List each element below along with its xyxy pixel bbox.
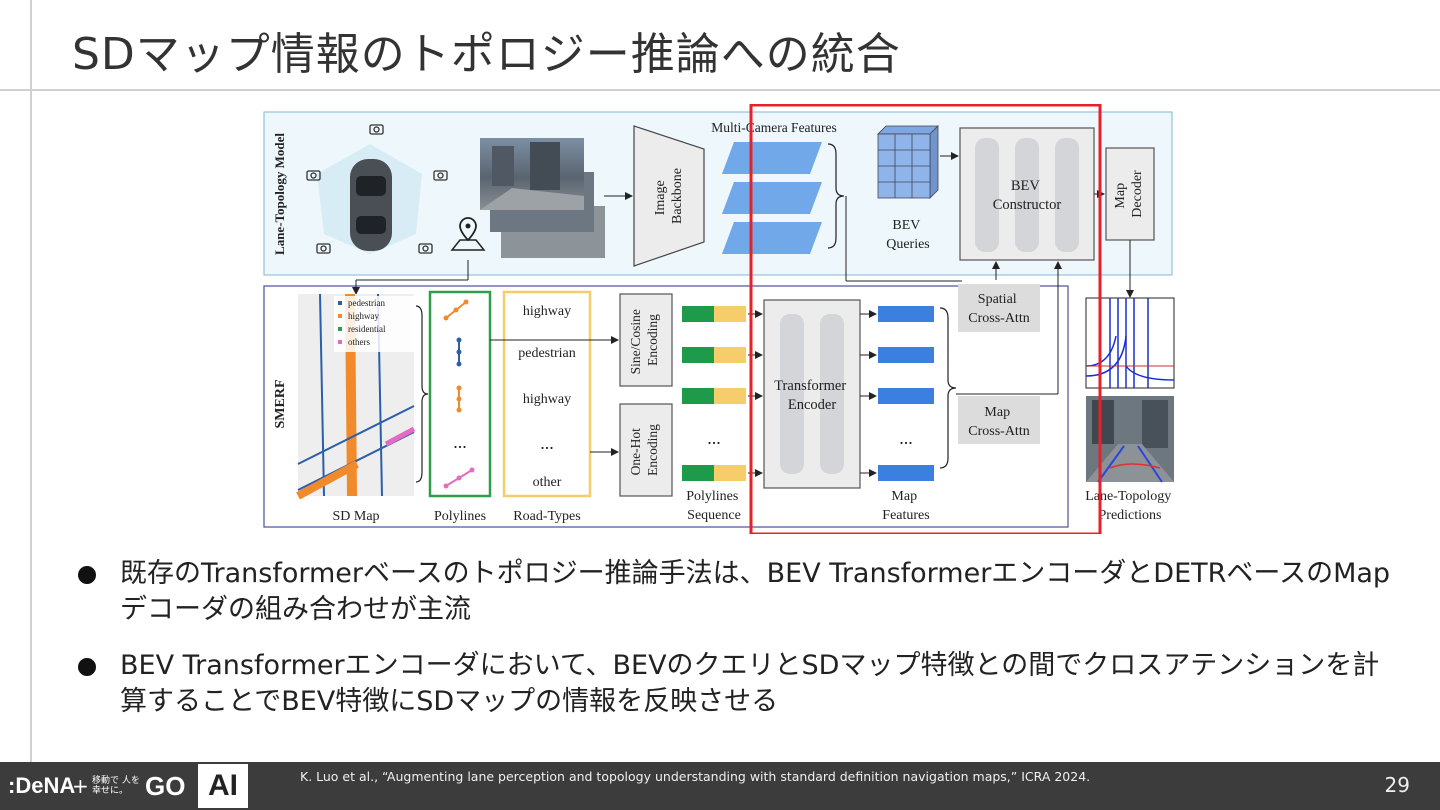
logo-plus: + — [72, 774, 89, 798]
left-divider — [30, 0, 32, 762]
map-features-ellipsis: ... — [899, 428, 913, 448]
polylines-sequence-caption: Polylines Sequence — [686, 489, 742, 523]
highlight-box — [749, 104, 1102, 534]
svg-text:residential: residential — [348, 324, 386, 334]
car-icon — [317, 144, 422, 254]
sine-cosine-encoding-label: Sine/Cosine Encoding — [628, 306, 660, 375]
page-number: 29 — [1384, 773, 1410, 797]
polylines-ellipsis: ... — [453, 432, 467, 452]
slide-title: SDマップ情報のトポロジー推論への統合 — [72, 29, 901, 80]
camera-image-stack — [480, 138, 605, 258]
bullet-dot — [78, 566, 96, 584]
svg-text:pedestrian: pedestrian — [518, 346, 576, 361]
one-hot-encoding-label: One-Hot Encoding — [628, 424, 660, 476]
image-backbone-block — [633, 125, 705, 267]
transformer-encoder-label: Transformer Encoder — [774, 378, 850, 413]
smerf-label: SMERF — [273, 380, 288, 429]
road-types-caption: Road-Types — [513, 509, 580, 524]
ai-badge: AI — [198, 764, 248, 808]
go-tagline: 移動で 人を幸せに。 — [92, 776, 140, 796]
map-decoder-label: Map Decoder — [1113, 170, 1145, 218]
footer-bar: :DeNA + 移動で 人を幸せに。 GO AI K. Luo et al., … — [0, 762, 1440, 810]
company-logo: :DeNA + 移動で 人を幸せに。 GO — [0, 762, 198, 810]
go-logo: GO — [145, 771, 186, 801]
sine-cosine-encoding-block — [619, 293, 673, 387]
map-feature-tokens — [878, 306, 934, 481]
sd-map-caption: SD Map — [332, 509, 379, 524]
smerf-architecture-figure: Lane-Topology Model Image Backbone Multi… — [263, 104, 1175, 534]
feature-brace — [827, 143, 845, 249]
transformer-encoder-block — [763, 299, 861, 489]
map-cross-attn-block — [958, 396, 1040, 444]
bullet-item: BEV Transformerエンコーダにおいて、BEVのクエリとSDマップ特徴… — [78, 648, 1398, 720]
spatial-cross-attn-label: Spatial Cross-Attn — [968, 292, 1029, 326]
bullet-dot — [78, 658, 96, 676]
road-type-list: highway pedestrian highway ... other — [518, 304, 576, 490]
polyline-samples — [443, 299, 475, 489]
sd-map-legend: pedestrian highway residential others — [338, 298, 386, 347]
lane-topology-model-label: Lane-Topology Model — [272, 133, 287, 255]
road-types-box — [502, 290, 592, 498]
svg-text:...: ... — [540, 433, 554, 453]
polylines-sequence-tokens — [682, 306, 746, 481]
bev-constructor-label: BEV Constructor — [993, 178, 1062, 213]
map-cross-attn-label: Map Cross-Attn — [968, 405, 1029, 439]
map-features-brace — [939, 307, 957, 469]
map-pin-icon — [450, 217, 486, 251]
spatial-cross-attn-block — [958, 284, 1040, 332]
bullet-text: BEV Transformerエンコーダにおいて、BEVのクエリとSDマップ特徴… — [120, 650, 1380, 717]
svg-text:highway: highway — [523, 392, 571, 407]
map-features-caption: Map Features — [882, 489, 929, 523]
bullet-list: 既存のTransformerベースのトポロジー推論手法は、BEV Transfo… — [78, 556, 1398, 740]
bev-queries-label: BEV Queries — [886, 218, 930, 252]
bev-queries-cube — [877, 125, 939, 199]
bullet-item: 既存のTransformerベースのトポロジー推論手法は、BEV Transfo… — [78, 556, 1398, 628]
svg-text:highway: highway — [348, 311, 379, 321]
map-decoder-block — [1105, 147, 1155, 241]
multi-camera-features-label: Multi-Camera Features — [711, 120, 837, 135]
svg-text:pedestrian: pedestrian — [348, 298, 385, 308]
sd-map-illustration — [296, 293, 416, 500]
svg-text:highway: highway — [523, 304, 571, 319]
multi-camera-feature-planes — [722, 142, 822, 254]
title-divider — [0, 89, 1440, 91]
polylines-caption: Polylines — [434, 509, 486, 524]
sequence-ellipsis: ... — [707, 428, 721, 448]
one-hot-encoding-block — [619, 403, 673, 497]
lane-topology-predictions-caption: Lane-Topology Predictions — [1085, 489, 1175, 523]
dena-logo: :DeNA — [8, 773, 76, 798]
image-backbone-label: Image Backbone — [653, 168, 685, 224]
svg-text:others: others — [348, 337, 370, 347]
camera-icon — [306, 124, 448, 254]
svg-text:other: other — [533, 475, 562, 490]
citation-text: K. Luo et al., “Augmenting lane percepti… — [300, 769, 1091, 784]
sd-map-brace — [415, 305, 429, 483]
bullet-text: 既存のTransformerベースのトポロジー推論手法は、BEV Transfo… — [120, 558, 1391, 625]
